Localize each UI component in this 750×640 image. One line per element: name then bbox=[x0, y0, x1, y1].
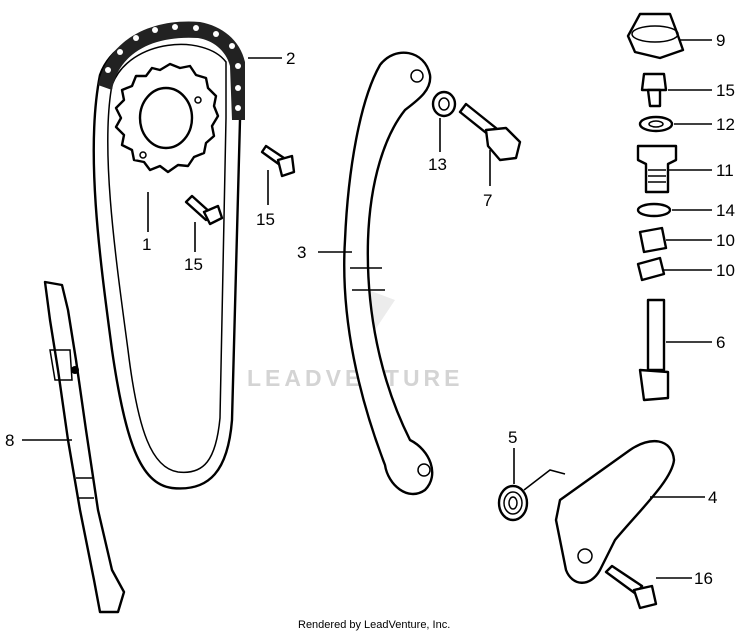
callout-13: 13 bbox=[428, 155, 447, 174]
part-15-bolt-lower[interactable] bbox=[184, 194, 224, 226]
watermark-text: LEADVENTURE bbox=[247, 365, 464, 391]
part-13-washer[interactable] bbox=[431, 90, 457, 118]
part-5-spring[interactable] bbox=[497, 469, 566, 522]
part-4-tensioner-arm[interactable] bbox=[554, 439, 676, 584]
part-10-collar-lower[interactable] bbox=[636, 256, 666, 282]
part-6-push-rod[interactable] bbox=[638, 298, 670, 402]
callout-9: 9 bbox=[716, 31, 725, 50]
callout-5: 5 bbox=[508, 428, 517, 447]
callout-4: 4 bbox=[708, 488, 717, 507]
part-16-bolt[interactable] bbox=[604, 564, 658, 610]
callout-7: 7 bbox=[483, 191, 492, 210]
callout-12: 12 bbox=[716, 115, 735, 134]
callout-15-upper: 15 bbox=[256, 210, 275, 229]
callout-15-lower: 15 bbox=[184, 255, 203, 274]
part-12-washer[interactable] bbox=[638, 115, 674, 133]
leader-lines bbox=[22, 39, 712, 579]
callout-3: 3 bbox=[297, 243, 306, 262]
callout-16: 16 bbox=[694, 569, 713, 588]
callout-14: 14 bbox=[716, 201, 735, 220]
part-3-chain-guide[interactable] bbox=[343, 51, 434, 496]
part-11-tensioner-body[interactable] bbox=[636, 144, 678, 194]
part-8-tensioner-slipper[interactable] bbox=[43, 280, 126, 614]
callout-8: 8 bbox=[5, 431, 14, 450]
callout-labels: 2 1 15 15 3 13 7 8 9 15 12 11 14 10 10 6… bbox=[5, 31, 735, 588]
part-9-cap[interactable] bbox=[626, 12, 685, 60]
part-7-pivot-bolt[interactable] bbox=[458, 102, 522, 162]
callout-1: 1 bbox=[142, 235, 151, 254]
part-14-o-ring[interactable] bbox=[636, 202, 672, 218]
callout-6: 6 bbox=[716, 333, 725, 352]
part-15-bolt-right[interactable] bbox=[640, 72, 668, 108]
callout-2: 2 bbox=[286, 49, 295, 68]
part-10-collar-upper[interactable] bbox=[638, 226, 668, 254]
part-15-bolt-upper[interactable] bbox=[260, 144, 296, 178]
callout-10-lower: 10 bbox=[716, 261, 735, 280]
callout-15-right: 15 bbox=[716, 81, 735, 100]
part-1-cam-sprocket[interactable] bbox=[114, 62, 220, 174]
callout-10-upper: 10 bbox=[716, 231, 735, 250]
footer-credit: Rendered by LeadVenture, Inc. bbox=[298, 619, 450, 631]
callout-11: 11 bbox=[716, 161, 734, 180]
